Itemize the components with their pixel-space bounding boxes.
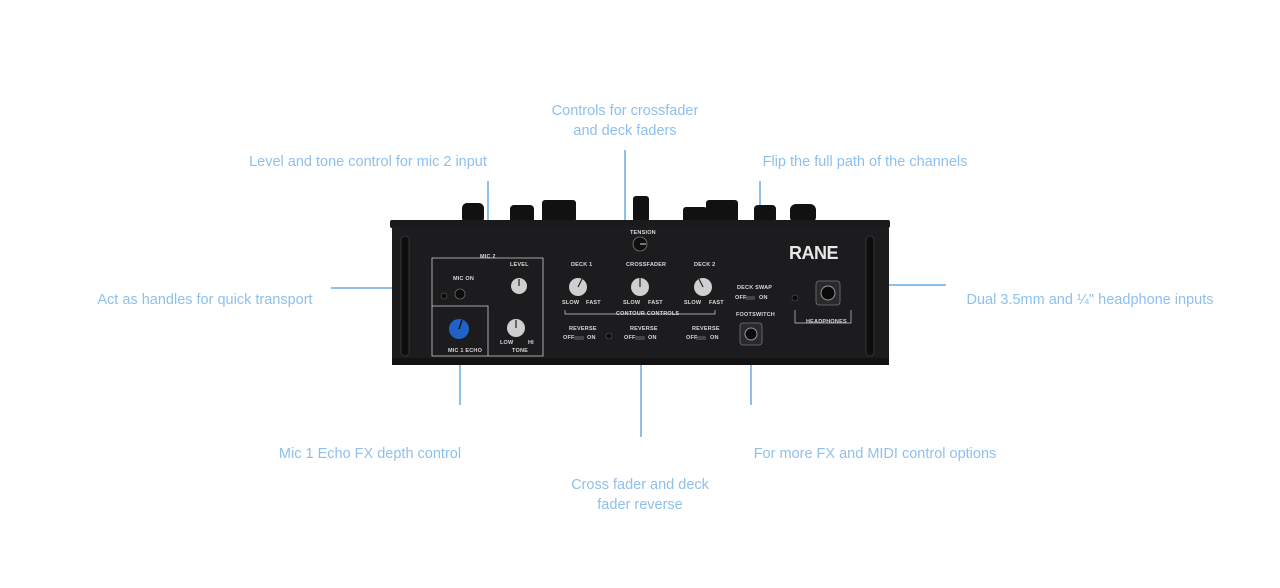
callout-mic1-echo: Mic 1 Echo FX depth control	[278, 446, 462, 462]
callout-crossfader-line1: Controls for crossfader	[551, 103, 699, 119]
callout-footswitch: For more FX and MIDI control options	[753, 446, 997, 462]
callout-mic2: Level and tone control for mic 2 input	[249, 154, 487, 170]
callout-reverse-line2: fader reverse	[597, 497, 683, 513]
label-footswitch: FOOTSWITCH	[736, 312, 775, 318]
label-reverse-2-off: OFF	[624, 335, 636, 341]
label-deck-swap-on: ON	[759, 295, 768, 301]
callout-reverse-line1: Cross fader and deck	[571, 477, 709, 493]
callout-flip-channels: Flip the full path of the channels	[762, 154, 968, 170]
label-level: LEVEL	[510, 262, 529, 268]
label-reverse-1-on: ON	[587, 335, 596, 341]
label-mic2: MIC 2	[480, 254, 496, 260]
label-reverse-3-on: ON	[710, 335, 719, 341]
callout-crossfader-controls: Controls for crossfader and deck faders	[530, 101, 720, 141]
brand-logo: RANE	[789, 243, 839, 263]
leader-mic1	[459, 357, 461, 405]
label-contour-controls: CONTOUR CONTROLS	[616, 311, 680, 317]
label-reverse-2-on: ON	[648, 335, 657, 341]
leader-footswitch	[750, 357, 752, 405]
label-deck-swap: DECK SWAP	[737, 285, 773, 291]
label-fast-3: FAST	[709, 300, 724, 306]
leader-handles	[331, 287, 401, 289]
leader-reverse	[640, 357, 642, 437]
leader-crossfader	[624, 150, 626, 240]
label-reverse-1-off: OFF	[563, 335, 575, 341]
label-reverse-3-off: OFF	[686, 335, 698, 341]
callout-crossfader-line2: and deck faders	[573, 123, 677, 139]
label-crossfader: CROSSFADER	[626, 262, 667, 268]
label-headphones: HEADPHONES	[806, 319, 847, 325]
label-reverse-1: REVERSE	[569, 326, 597, 332]
label-slow-1: SLOW	[562, 300, 580, 306]
label-hi: HI	[528, 340, 534, 346]
label-fast-2: FAST	[648, 300, 663, 306]
label-reverse-2: REVERSE	[630, 326, 658, 332]
right-handle	[865, 235, 875, 357]
label-low: LOW	[500, 340, 514, 346]
label-deck1: DECK 1	[571, 262, 593, 268]
leader-headphones	[848, 284, 946, 286]
top-knobs	[462, 196, 816, 223]
label-deck2: DECK 2	[694, 262, 716, 268]
label-mic1-echo: MIC 1 ECHO	[448, 348, 483, 354]
callout-reverse: Cross fader and deck fader reverse	[550, 475, 730, 515]
callout-handles: Act as handles for quick transport	[97, 292, 313, 308]
left-handle	[400, 235, 410, 357]
label-slow-3: SLOW	[684, 300, 702, 306]
label-tone: TONE	[512, 348, 528, 354]
label-fast-1: FAST	[586, 300, 601, 306]
label-tension: TENSION	[630, 230, 656, 236]
callout-headphones: Dual 3.5mm and ¼" headphone inputs	[966, 292, 1214, 308]
label-deck-swap-off: OFF	[735, 295, 747, 301]
leader-mic2	[487, 181, 489, 239]
label-slow-2: SLOW	[623, 300, 641, 306]
label-mic-on: MIC ON	[453, 276, 475, 282]
label-reverse-3: REVERSE	[692, 326, 720, 332]
